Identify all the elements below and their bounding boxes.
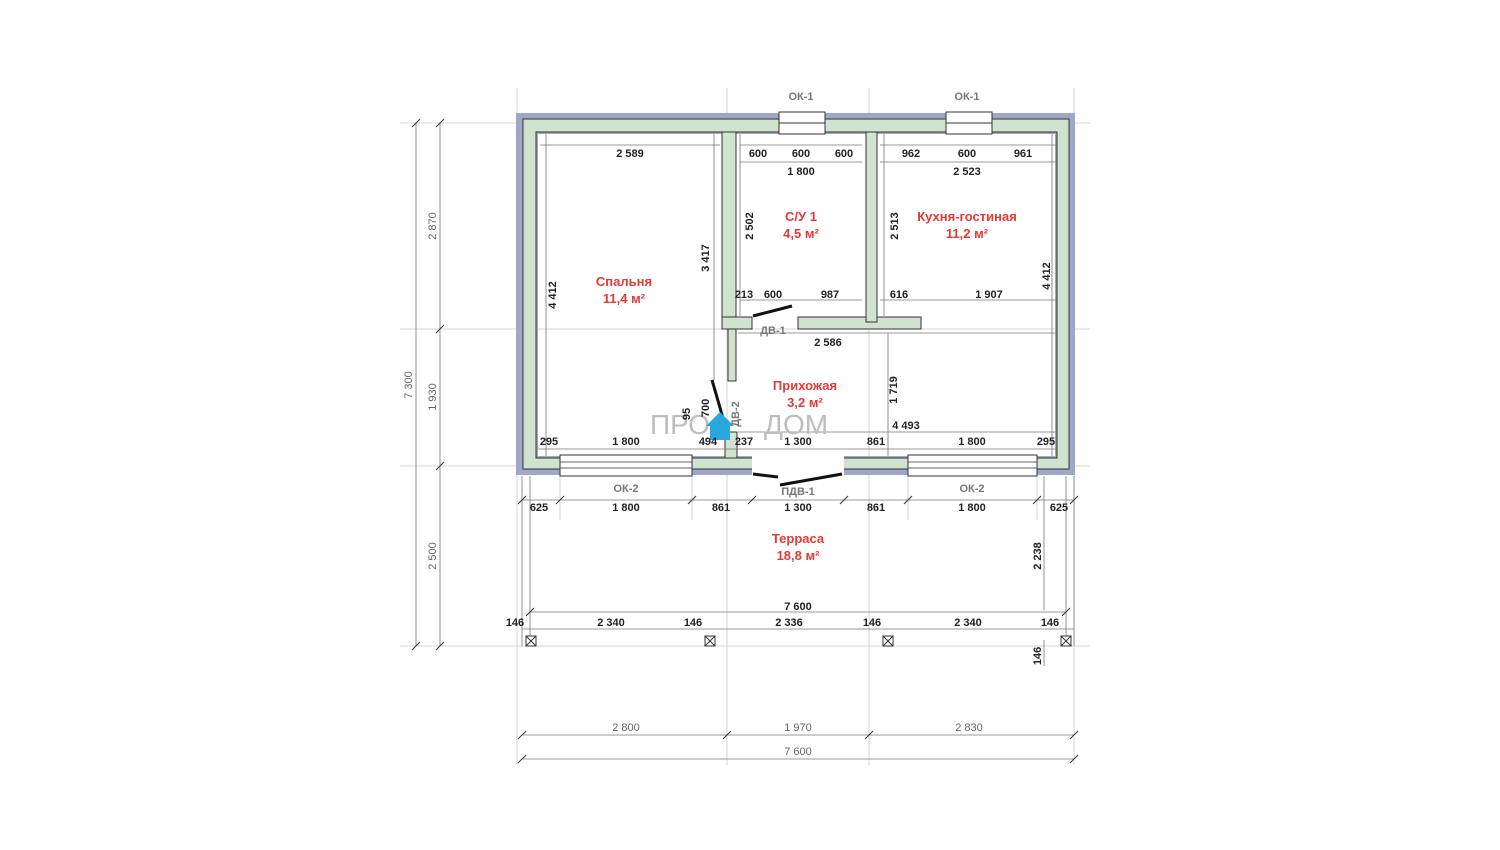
dim-hall-width2: 4 493 <box>892 420 920 432</box>
room-kitchen-name: Кухня-гостиная <box>917 209 1017 224</box>
dim-bath-door2: 600 <box>764 289 782 301</box>
dim-terrace-width: 7 600 <box>784 601 812 613</box>
dim-terrace-height: 2 238 <box>1032 542 1044 570</box>
dim-hall-width: 2 586 <box>814 337 842 349</box>
dim-bottom-b: 1 970 <box>784 722 812 734</box>
dim-front-8: 295 <box>1037 436 1055 448</box>
logo-text-left: ПРО <box>650 409 710 440</box>
label-ok2-left: ОК-2 <box>613 483 638 495</box>
dim-terrace-6: 1 800 <box>958 502 986 514</box>
dim-post-4: 2 336 <box>775 617 803 629</box>
room-hall-area: 3,2 м² <box>787 395 823 410</box>
dim-front-4: 237 <box>735 436 753 448</box>
dim-kitchen-door2: 1 907 <box>975 289 1003 301</box>
logo-house-icon <box>706 412 734 440</box>
dim-terrace-1: 625 <box>530 502 548 514</box>
interior-walls <box>721 131 922 459</box>
dim-front-3: 494 <box>699 436 718 448</box>
dim-bath-seg2: 600 <box>792 148 810 160</box>
dim-bedroom-width: 2 589 <box>616 148 644 160</box>
entrance-opening <box>752 455 844 476</box>
dim-bedroom-height2: 3 417 <box>700 244 712 272</box>
dim-kitchen-seg3: 961 <box>1014 148 1032 160</box>
label-dv1: ДВ-1 <box>760 325 786 337</box>
grid-lines <box>400 88 1090 765</box>
outer-wall-insulation <box>522 118 1070 470</box>
room-bath-name: С/У 1 <box>785 209 817 224</box>
dim-kitchen-height2: 4 412 <box>1041 262 1053 290</box>
dim-bath-door1: 213 <box>735 289 753 301</box>
dimension-lines <box>415 123 1074 760</box>
dim-kitchen-width: 2 523 <box>953 166 981 178</box>
dim-hall-door2: 700 <box>700 399 712 417</box>
dim-kitchen-door1: 616 <box>890 289 908 301</box>
dim-post-2: 2 340 <box>597 617 625 629</box>
room-kitchen-area: 11,2 м² <box>946 226 989 241</box>
dim-terrace-7: 625 <box>1050 502 1068 514</box>
window-ok2-left <box>559 454 693 477</box>
dim-post-7: 146 <box>1041 617 1059 629</box>
dim-post-1: 146 <box>506 617 524 629</box>
dim-terrace-4: 1 300 <box>784 502 812 514</box>
dim-hall-height: 1 719 <box>888 376 900 404</box>
room-terrace-area: 18,8 м² <box>777 548 821 563</box>
dim-front-1: 295 <box>540 436 558 448</box>
dim-bath-width: 1 800 <box>787 166 815 178</box>
room-terrace-name: Терраса <box>772 531 825 546</box>
dim-front-5: 1 300 <box>784 436 812 448</box>
dim-left-mid: 1 930 <box>427 383 439 411</box>
dim-bedroom-height: 4 412 <box>547 281 559 309</box>
dim-hall-door1: 95 <box>681 408 693 420</box>
label-ok1-left: ОК-1 <box>788 91 813 103</box>
room-bedroom-area: 11,4 м² <box>603 291 646 306</box>
dim-bath-height: 2 502 <box>744 212 756 240</box>
room-bedroom-name: Спальня <box>596 274 652 289</box>
label-ok1-right: ОК-1 <box>954 91 979 103</box>
dim-left-top: 2 870 <box>427 212 439 240</box>
dim-bath-seg1: 600 <box>749 148 767 160</box>
dim-front-7: 1 800 <box>958 436 986 448</box>
dim-kitchen-seg1: 962 <box>902 148 920 160</box>
dim-bath-door3: 987 <box>821 289 839 301</box>
label-dv2: ДВ-2 <box>730 401 742 427</box>
dim-kitchen-height: 2 513 <box>889 212 901 240</box>
dim-left-bottom: 2 500 <box>427 542 439 570</box>
label-ok2-right: ОК-2 <box>959 483 984 495</box>
dim-terrace-2: 1 800 <box>612 502 640 514</box>
dim-bottom-a: 2 800 <box>612 722 640 734</box>
dim-post-6: 2 340 <box>954 617 982 629</box>
dim-front-2: 1 800 <box>612 436 640 448</box>
window-ok2-right <box>907 454 1038 477</box>
room-hall-name: Прихожая <box>773 378 837 393</box>
dim-post-3: 146 <box>684 617 702 629</box>
logo-text-right: ДОМ <box>764 409 828 440</box>
dim-front-6: 861 <box>867 436 885 448</box>
room-bath-area: 4,5 м² <box>783 226 819 241</box>
terrace-posts <box>525 635 1072 647</box>
dim-kitchen-seg2: 600 <box>958 148 976 160</box>
dim-terrace-5: 861 <box>867 502 885 514</box>
dim-bottom-c: 2 830 <box>955 722 983 734</box>
label-pdv1: ПДВ-1 <box>781 486 814 498</box>
dim-left-total: 7 300 <box>403 371 415 399</box>
dim-post-8: 146 <box>1032 647 1044 665</box>
dim-bottom-total: 7 600 <box>784 746 812 758</box>
prodom-logo: ПРО ДОМ <box>650 409 828 440</box>
dimension-ticks <box>411 118 1079 764</box>
dim-terrace-3: 861 <box>712 502 730 514</box>
dim-bath-seg3: 600 <box>835 148 853 160</box>
dim-post-5: 146 <box>863 617 881 629</box>
